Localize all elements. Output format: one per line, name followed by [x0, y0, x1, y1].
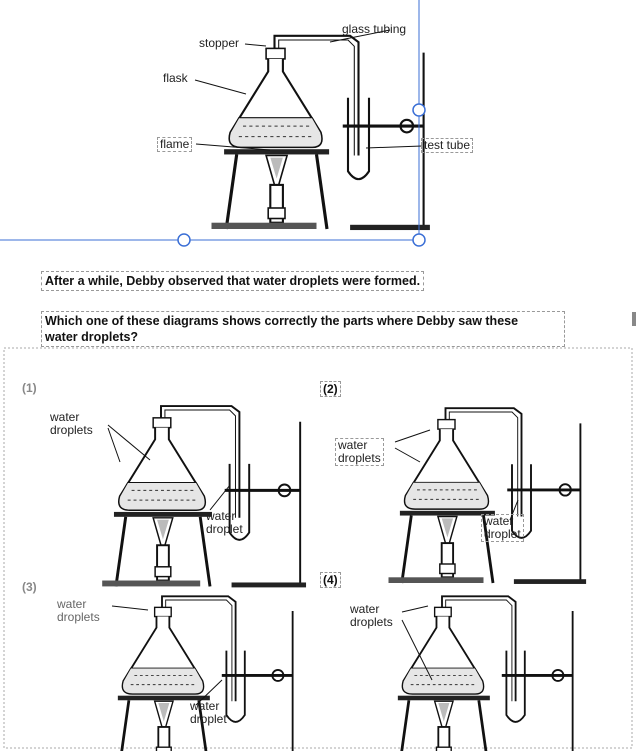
option-1-label-b: water droplet — [206, 510, 243, 536]
observation-sentence: After a while, Debby observed that water… — [41, 271, 424, 291]
option-2-number[interactable]: (2) — [320, 381, 341, 397]
top-apparatus — [212, 36, 430, 230]
question-line-2: water droplets? — [45, 329, 561, 345]
option-4-label-a: water droplets — [350, 603, 393, 629]
option-4-number[interactable]: (4) — [320, 572, 341, 588]
option-1-number[interactable]: (1) — [22, 381, 37, 395]
option-1-label-a: water droplets — [50, 411, 93, 437]
option-3-apparatus — [107, 596, 298, 751]
option-3-label-a: water droplets — [57, 598, 100, 624]
label-flame: flame — [157, 137, 192, 152]
question-line-1: Which one of these diagrams shows correc… — [45, 313, 561, 329]
option-2-label-a: water droplets — [335, 438, 384, 466]
option-3-label-b: water droplet — [190, 700, 227, 726]
label-stopper: stopper — [199, 37, 239, 50]
option-3-number[interactable]: (3) — [22, 580, 37, 594]
label-glass-tubing: glass tubing — [342, 23, 406, 36]
question-text: Which one of these diagrams shows correc… — [41, 311, 565, 347]
option-2-label-b: water droplet — [481, 514, 524, 542]
label-test-tube: test tube — [421, 138, 473, 153]
option-1-apparatus — [102, 406, 306, 587]
label-flask: flask — [163, 72, 188, 85]
option-4-apparatus — [387, 596, 578, 751]
